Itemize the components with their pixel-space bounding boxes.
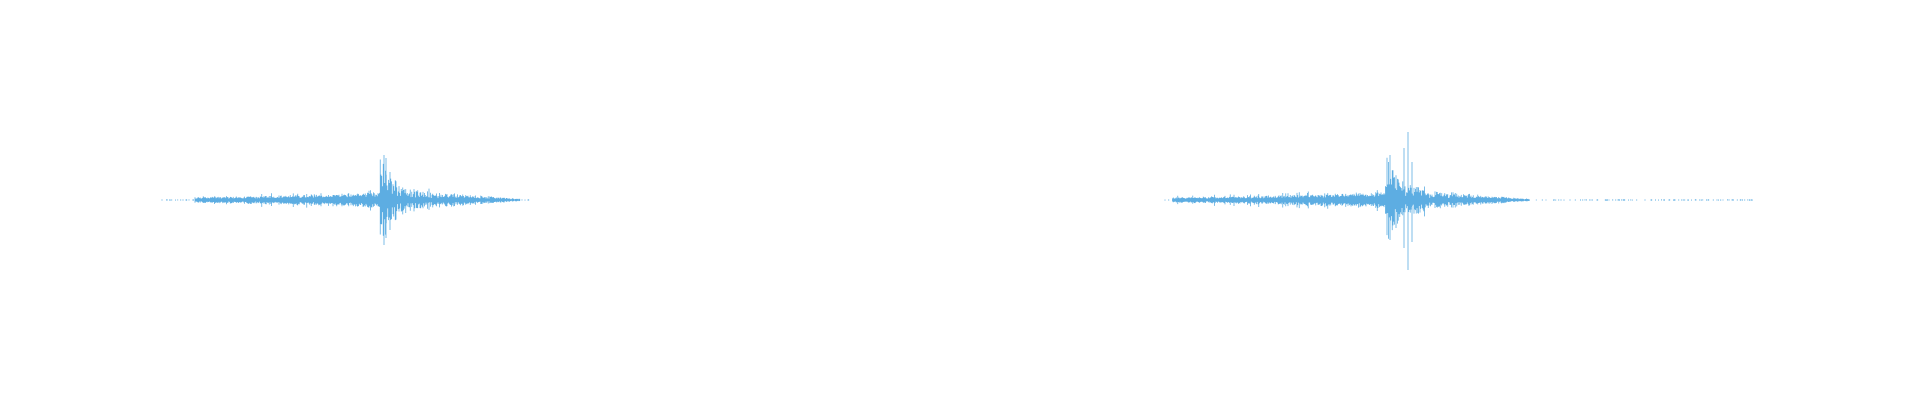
- waveform-clip-left[interactable]: [161, 155, 530, 245]
- waveform-clip-right[interactable]: [1164, 132, 1753, 270]
- waveform-trace: [161, 155, 530, 245]
- waveform-trace: [1164, 132, 1753, 270]
